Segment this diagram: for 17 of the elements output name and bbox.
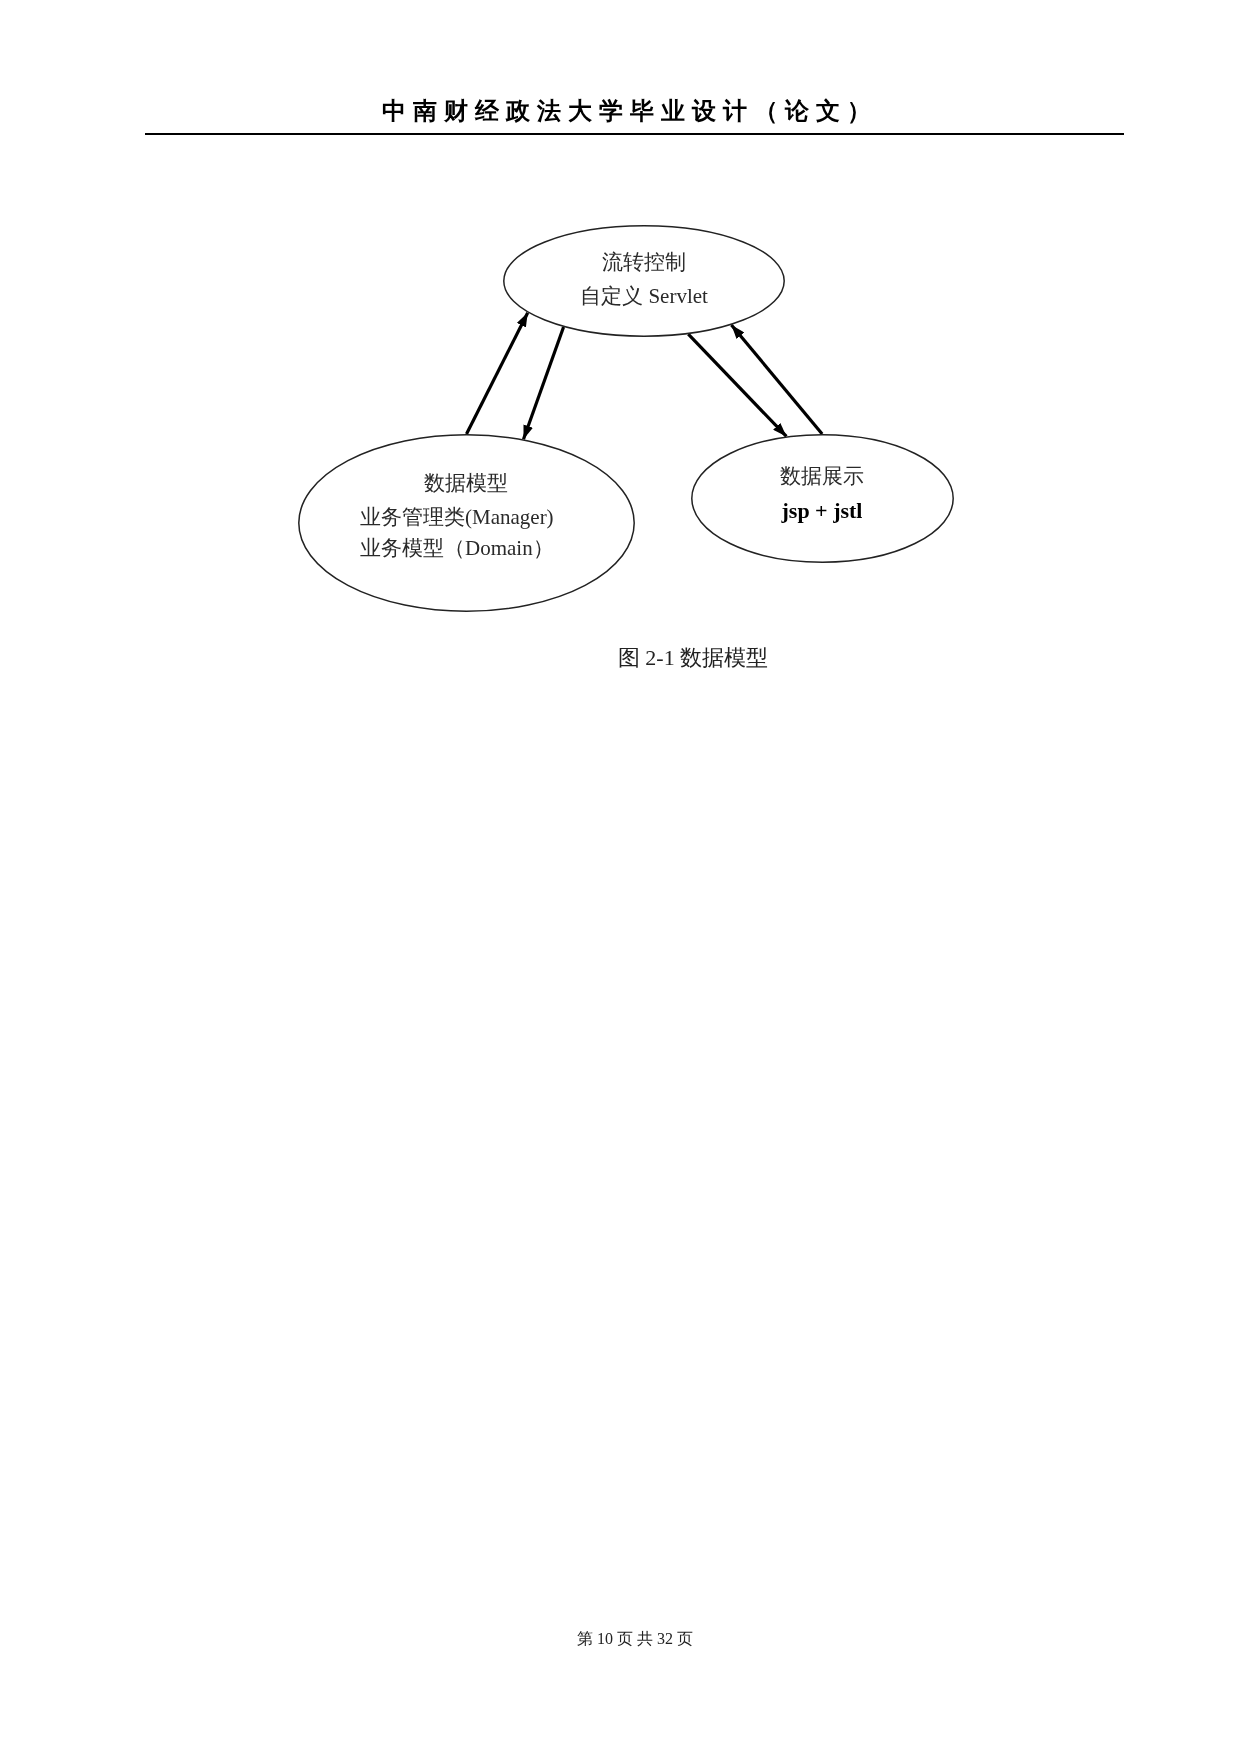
page-header: 中南财经政法大学毕业设计（论文）	[381, 98, 878, 126]
arrow	[730, 323, 824, 436]
arrow	[521, 326, 566, 440]
ellipse-node	[503, 225, 785, 337]
arrow	[687, 333, 788, 438]
page-footer: 第 10 页 共 32 页	[577, 1629, 693, 1649]
node-heading: 数据模型	[424, 470, 508, 496]
figure-caption: 图 2-1 数据模型	[617, 645, 769, 671]
node-heading: 流转控制	[602, 249, 686, 275]
node-text: 业务模型（Domain）	[360, 535, 554, 561]
ellipse-node	[691, 434, 954, 563]
node-text: jsp + jstl	[781, 498, 863, 524]
arrow	[465, 311, 530, 435]
node-text: 业务管理类(Manager)	[360, 504, 554, 530]
ellipse-node	[298, 434, 635, 612]
node-heading: 数据展示	[780, 463, 864, 489]
node-text: 自定义 Servlet	[580, 283, 708, 309]
